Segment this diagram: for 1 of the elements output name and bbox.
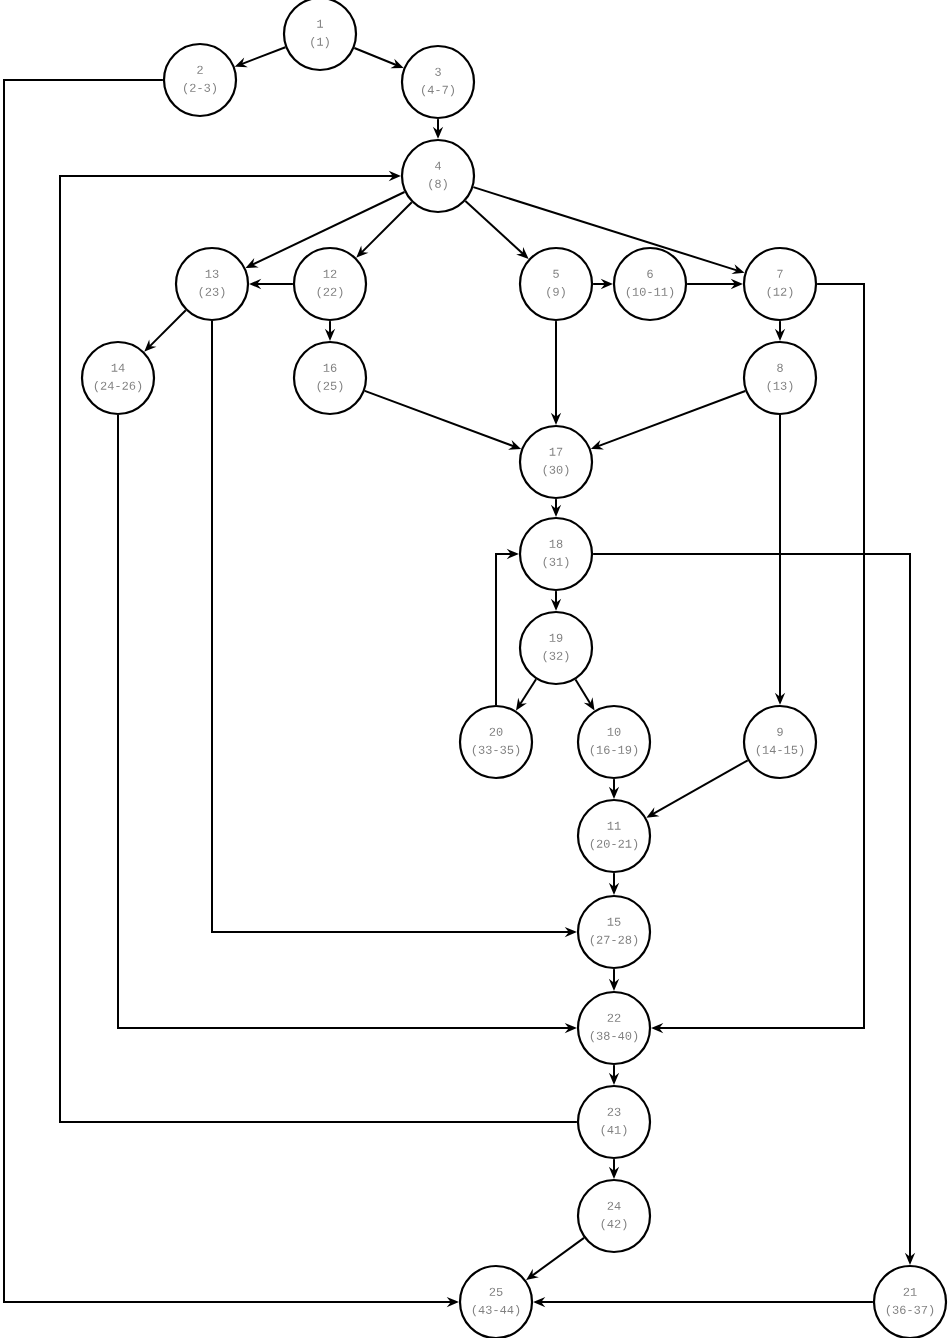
arrow bbox=[59, 170, 578, 1123]
